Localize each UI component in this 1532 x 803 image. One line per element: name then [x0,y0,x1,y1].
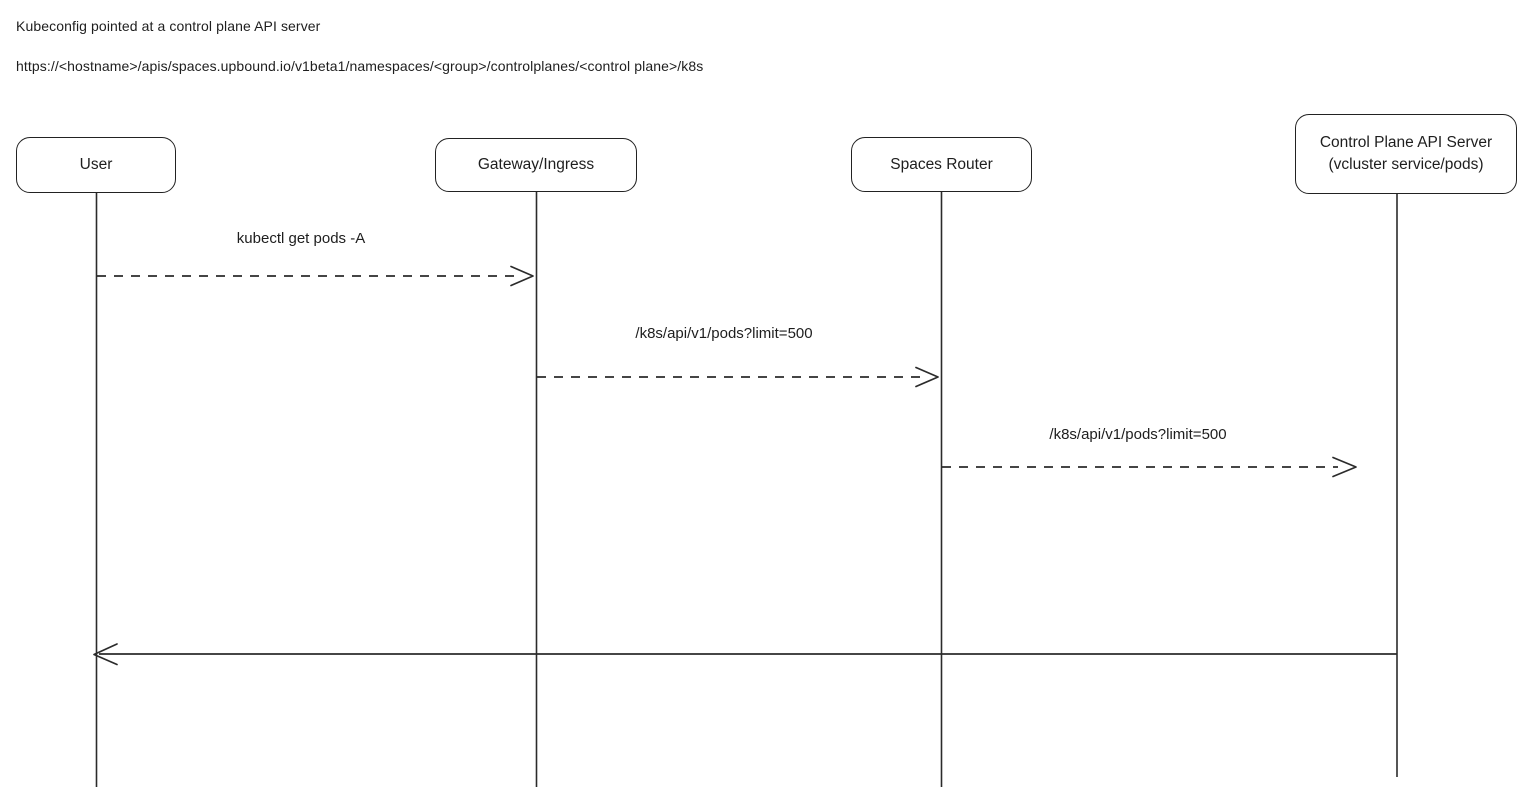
message-3-label: /k8s/api/v1/pods?limit=500 [1049,426,1227,443]
actor-label: Gateway/Ingress [477,156,595,174]
message-4-arrowhead-icon [93,643,118,666]
diagram-title-text: Kubeconfig pointed at a control plane AP… [16,18,321,34]
message-2-arrowhead-icon [915,366,939,388]
message-3-arrowhead-icon [1332,456,1357,478]
actor-sublabel: (vcluster service/pods) [1328,156,1484,173]
actor-label: Control Plane API Server [1319,134,1493,152]
message-1-arrowhead-icon [510,265,534,287]
actor-box-spaces-router: Spaces Router [851,137,1032,192]
actor-box-control-plane-api-server: Control Plane API Server (vcluster servi… [1295,114,1517,194]
actor-box-user: User [16,137,176,193]
message-1-label: kubectl get pods -A [236,230,366,247]
actor-label: User [79,156,113,174]
actor-label: Spaces Router [890,155,993,173]
actor-box-gateway-ingress: Gateway/Ingress [435,138,637,192]
message-2-label: /k8s/api/v1/pods?limit=500 [635,325,813,342]
api-url-text: https://<hostname>/apis/spaces.upbound.i… [16,58,704,74]
